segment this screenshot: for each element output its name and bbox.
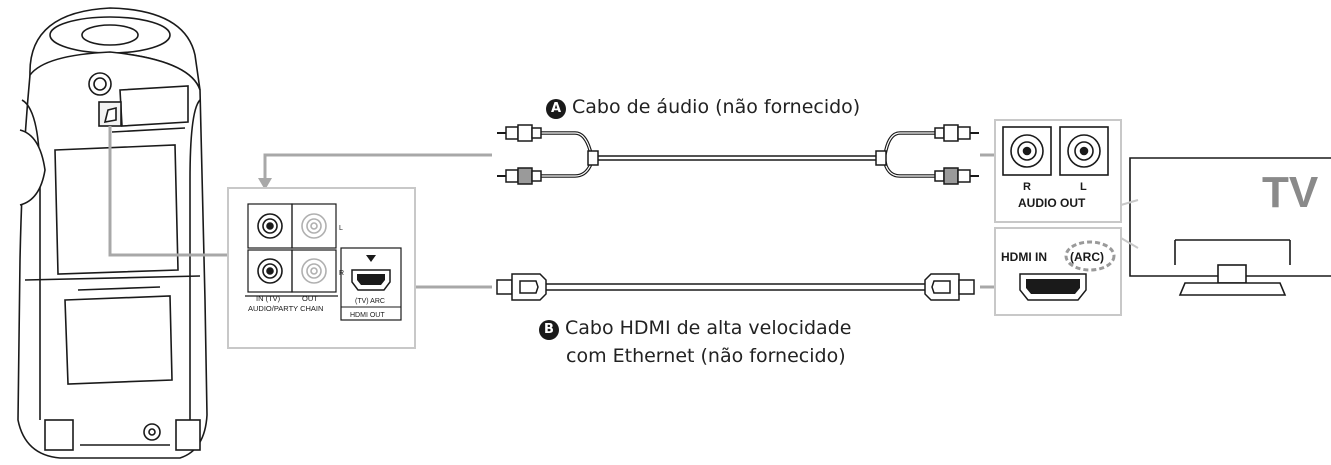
tv-leader-lines (1120, 199, 1139, 249)
tv-jack-r-label: R (1023, 181, 1031, 193)
hdmi-plug-left (496, 273, 547, 301)
cable-a-label: Cabo de áudio (não fornecido) (572, 96, 861, 118)
audio-return-line (263, 153, 492, 180)
speaker-rear-panel: L R IN (TV) OUT AUDIO/PARTY CHAIN (TV) A… (227, 187, 416, 349)
speaker-unit (17, 7, 208, 459)
cable-b-label-line2: com Ethernet (não fornecido) (566, 345, 846, 367)
tv-hdmi-panel: HDMI IN (ARC) (994, 227, 1122, 316)
tv-audio-panel: R L AUDIO OUT (994, 119, 1122, 223)
hdmi-out-label: HDMI OUT (350, 312, 385, 319)
rca-plug-red-left (497, 167, 542, 185)
rca-plug-white-right (934, 124, 979, 142)
tv-label: TV (1262, 168, 1319, 217)
cable-b-caption: B Cabo HDMI de alta velocidade com Ethern… (539, 314, 851, 370)
out-label: OUT (302, 294, 318, 303)
cable-b-label-line1: Cabo HDMI de alta velocidade (565, 317, 852, 339)
hdmi-plug-right (924, 273, 975, 301)
arrow-down-icon (258, 178, 272, 190)
connection-lines (108, 126, 1006, 289)
in-tv-label: IN (TV) (256, 294, 281, 303)
cable-a-marker: A (546, 99, 566, 119)
tv-jack-l-label: L (1080, 181, 1087, 193)
jack-l-label: L (339, 225, 343, 232)
tv-set (1129, 157, 1331, 296)
audio-out-label: AUDIO OUT (1018, 196, 1086, 210)
tv-arc-label: (TV) ARC (355, 298, 385, 305)
hdmi-cable (496, 273, 975, 301)
cable-a-caption: A Cabo de áudio (não fornecido) (546, 96, 860, 119)
rca-plug-red-right (934, 167, 979, 185)
hdmi-in-label: HDMI IN (1001, 250, 1047, 264)
arc-label: (ARC) (1070, 250, 1104, 264)
audio-cable (497, 124, 979, 185)
speaker-lead-line (108, 126, 228, 257)
audio-party-chain-label: AUDIO/PARTY CHAIN (248, 304, 323, 313)
cable-b-marker: B (539, 320, 559, 340)
arc-highlight (1064, 240, 1116, 272)
hdmi-down-marker-icon (366, 255, 376, 262)
rca-plug-white-left (497, 124, 542, 142)
jack-r-label: R (339, 270, 344, 277)
